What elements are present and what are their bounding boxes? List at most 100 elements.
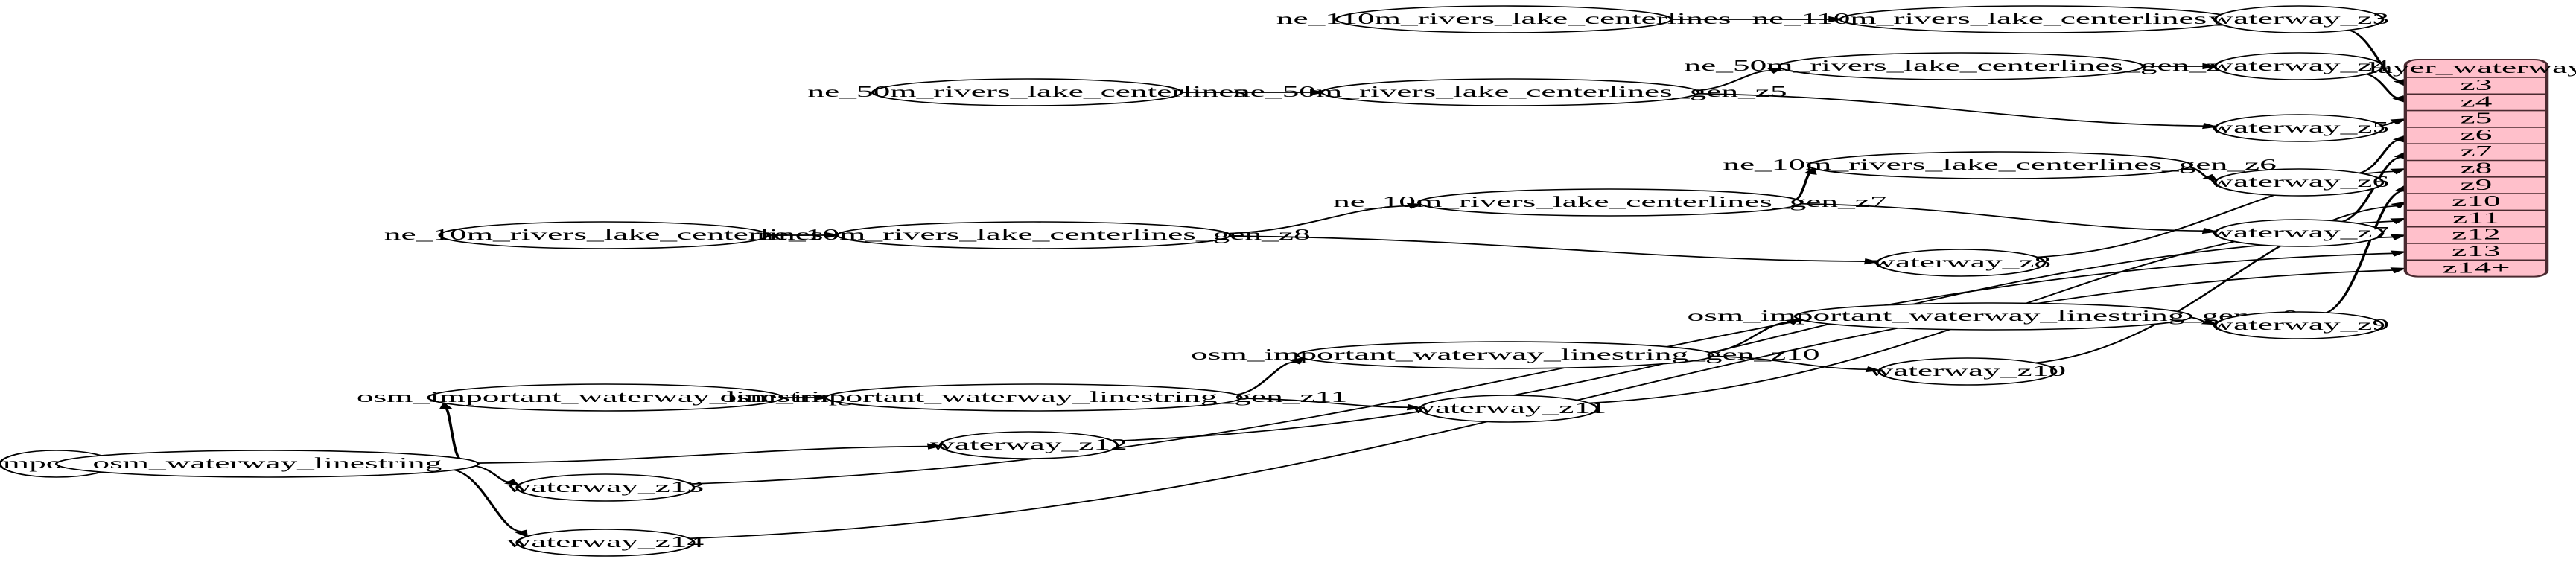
edge-ne_50m_rivers_lake_centerlines_gen_z5--to--waterway_z5 (1696, 92, 2204, 127)
table-row-z11[interactable]: z11 (2452, 208, 2500, 226)
edge-arrowhead (1310, 89, 1326, 96)
edge-ne_50m_rivers_lake_centerlines_gen_z5--to--ne_50m_rivers_lake_centerlines_gen_z4 (1694, 70, 1772, 92)
table-row-z3[interactable]: z3 (2461, 76, 2493, 94)
node-ellipse (427, 383, 784, 412)
node-label: osm_waterway_linestring (92, 454, 442, 472)
node-waterway_z6[interactable]: waterway_z6 (2209, 168, 2389, 197)
node-ellipse (1877, 357, 2058, 386)
node-ellipse (515, 529, 696, 557)
edge-arrowhead (2390, 250, 2408, 257)
table-row-z5[interactable]: z5 (2461, 109, 2493, 127)
edge-arrowhead (439, 401, 453, 409)
table-row-z9[interactable]: z9 (2461, 176, 2493, 194)
node-osm_important_waterway_linestring_gen_z11[interactable]: osm_important_waterway_linestring_gen_z1… (720, 383, 1348, 412)
table-row-z8[interactable]: z8 (2461, 159, 2493, 176)
table-row-z4[interactable]: z4 (2461, 92, 2493, 110)
node-ellipse (2214, 114, 2385, 142)
table-row-z10[interactable]: z10 (2452, 192, 2501, 210)
edge-arrowhead (2201, 319, 2219, 325)
table-row-z14plus[interactable]: z14+ (2442, 258, 2510, 276)
node-label: ne_10m_rivers_lake_centerlines_gen_z7 (1333, 193, 1887, 211)
node-ne_50m_rivers_lake_centerlines_gen_z4[interactable]: ne_50m_rivers_lake_centerlines_gen_z4 (1684, 52, 2238, 80)
node-ellipse (1335, 5, 1673, 33)
node-ne_50m_rivers_lake_centerlines[interactable]: ne_50m_rivers_lake_centerlines (807, 78, 1247, 106)
node-label: osm_important_waterway_linestring_gen_z9 (1688, 307, 2300, 325)
node-ne_10m_rivers_lake_centerlines_gen_z7[interactable]: ne_10m_rivers_lake_centerlines_gen_z7 (1333, 188, 1887, 217)
node-label: ne_50m_rivers_lake_centerlines_gen_z4 (1684, 57, 2238, 74)
edge-waterway_z3--to--layer_waterway.z3 (2347, 29, 2401, 81)
node-ellipse (1416, 188, 1803, 217)
node-waterway_z7[interactable]: waterway_z7 (2209, 219, 2389, 247)
node-label: ne_50m_rivers_lake_centerlines_gen_z5 (1233, 83, 1787, 100)
edge-arrowhead (1865, 366, 1883, 373)
edge-arrowhead (2202, 173, 2219, 182)
node-waterway_z4[interactable]: waterway_z4 (2209, 52, 2390, 80)
node-label: ne_10m_rivers_lake_centerlines_gen_z8 (757, 226, 1311, 243)
edge-arrowhead (825, 232, 842, 239)
edge-arrowhead (926, 443, 944, 450)
edge-waterway_z12--to--layer_waterway.z12 (1112, 236, 2394, 442)
node-ellipse (2214, 219, 2385, 247)
edge-osm_waterway_linestring--to--waterway_z12 (475, 445, 929, 464)
edge-arrowhead (814, 394, 830, 401)
node-osm_important_waterway_linestring_gen_z10[interactable]: osm_important_waterway_linestring_gen_z1… (1191, 341, 1820, 369)
edge-osm_waterway_linestring--to--waterway_z14 (453, 469, 522, 532)
node-label: osm_important_waterway_linestring_gen_z1… (720, 388, 1348, 406)
table-row-z12[interactable]: z12 (2452, 226, 2501, 243)
edge-arrowhead (1864, 258, 1880, 265)
layer-waterway-table-shell (2403, 59, 2549, 278)
node-label: waterway_z8 (1871, 253, 2051, 271)
node-osm_important_waterway_linestring_gen_z9[interactable]: osm_important_waterway_linestring_gen_z9 (1688, 302, 2300, 331)
edge-arrowhead (1289, 357, 1306, 365)
edge-arrowhead (2390, 217, 2408, 224)
node-ne_10m_rivers_lake_centerlines_gen_z6[interactable]: ne_10m_rivers_lake_centerlines_gen_z6 (1723, 151, 2277, 179)
edge-waterway_z10--to--layer_waterway.z10 (2034, 205, 2397, 364)
edge-osm_important_waterway_linestring_gen_z11--to--osm_important_waterway_linestring_gen_z10 (1235, 361, 1296, 396)
edge-arrowhead (2201, 227, 2219, 234)
node-ellipse (836, 221, 1232, 249)
node-ellipse (1419, 395, 1599, 423)
node-ne_10m_rivers_lake_centerlines_gen_z8[interactable]: ne_10m_rivers_lake_centerlines_gen_z8 (757, 221, 1311, 249)
node-ellipse (438, 221, 769, 249)
node-waterway_z13[interactable]: waterway_z13 (507, 473, 705, 502)
table-row-z13[interactable]: z13 (2452, 242, 2501, 260)
edge-osm_important_waterway_linestring_gen_z10--to--waterway_z10 (1710, 355, 1868, 371)
node-label: waterway_z10 (1869, 362, 2066, 380)
node-label: waterway_z9 (2209, 316, 2389, 334)
node-label: ne_10m_rivers_lake_centerlines_gen_z6 (1723, 156, 2277, 173)
node-ellipse (1876, 249, 2047, 277)
node-osm_waterway_linestring[interactable]: osm_waterway_linestring (54, 450, 480, 478)
table-row-z7[interactable]: z7 (2461, 142, 2493, 160)
node-ne_110m_rivers_lake_centerlines_gen_z3[interactable]: ne_110m_rivers_lake_centerlines_gen_z3 (1752, 5, 2321, 33)
table-row-z6[interactable]: z6 (2461, 126, 2493, 144)
node-label: waterway_z13 (507, 478, 705, 496)
node-waterway_z11[interactable]: waterway_z11 (1411, 395, 1606, 423)
node-waterway_z10[interactable]: waterway_z10 (1869, 357, 2066, 386)
nodes-layer: imposm3osm_waterway_linestringosm_import… (0, 5, 2390, 557)
edge-arrowhead (515, 529, 529, 538)
node-ne_110m_rivers_lake_centerlines[interactable]: ne_110m_rivers_lake_centerlines (1276, 5, 1731, 33)
edge-ne_10m_rivers_lake_centerlines_gen_z8--to--ne_10m_rivers_lake_centerlines_gen_z7 (1226, 205, 1410, 234)
node-ne_10m_rivers_lake_centerlines[interactable]: ne_10m_rivers_lake_centerlines (384, 221, 824, 249)
edge-osm_waterway_linestring--to--waterway_z13 (473, 465, 511, 482)
node-waterway_z9[interactable]: waterway_z9 (2209, 311, 2389, 339)
layer-waterway-title: layer_waterway (2368, 59, 2576, 77)
node-waterway_z12[interactable]: waterway_z12 (930, 431, 1128, 459)
node-ellipse (1296, 341, 1714, 369)
node-label: ne_110m_rivers_lake_centerlines_gen_z3 (1752, 10, 2321, 28)
node-ellipse (54, 450, 480, 478)
edge-arrowhead (1406, 202, 1424, 209)
node-ne_50m_rivers_lake_centerlines_gen_z5[interactable]: ne_50m_rivers_lake_centerlines_gen_z5 (1233, 78, 1787, 106)
node-label: osm_important_waterway_linestring (357, 388, 854, 406)
node-waterway_z8[interactable]: waterway_z8 (1871, 249, 2051, 277)
node-waterway_z3[interactable]: waterway_z3 (2209, 5, 2389, 33)
edge-arrowhead (2202, 63, 2219, 70)
node-osm_important_waterway_linestring[interactable]: osm_important_waterway_linestring (357, 383, 854, 412)
node-ellipse (1320, 78, 1700, 106)
node-waterway_z5[interactable]: waterway_z5 (2209, 114, 2389, 142)
edge-osm_waterway_linestring--to--osm_important_waterway_linestring (444, 408, 461, 459)
node-waterway_z14[interactable]: waterway_z14 (507, 529, 705, 557)
node-ellipse (824, 383, 1243, 412)
